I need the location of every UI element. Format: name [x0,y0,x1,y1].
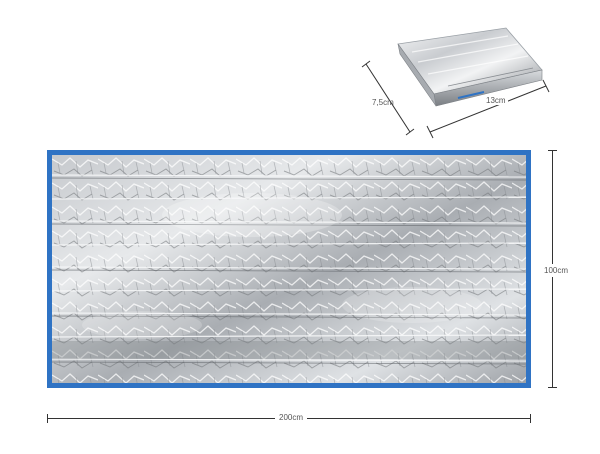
blanket-width-tick-left [47,414,48,423]
blanket-height-label: 100cm [544,264,569,277]
blanket-height-tick-top [548,150,557,151]
foil-blanket-image [47,150,531,388]
blanket-width-label: 200cm [275,413,308,422]
emergency-foil-blanket-icon [52,155,526,383]
folded-height-label: 7,5cm [372,98,394,107]
folded-height-dimension-line [361,60,415,136]
folded-package-image [388,22,548,114]
folded-foil-package-icon [397,27,543,107]
blanket-height-tick-bottom [548,387,557,388]
folded-width-label: 13cm [484,96,508,105]
folded-width-dimension-line [426,79,550,139]
blanket-width-tick-right [530,414,531,423]
